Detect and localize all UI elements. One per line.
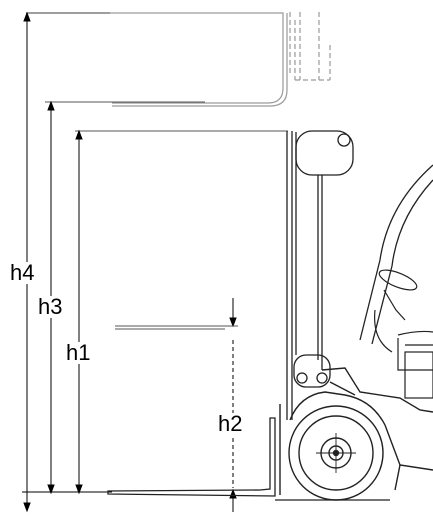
lowered-fork-reference xyxy=(115,325,238,330)
h2-arrow-top xyxy=(229,317,237,328)
h1-arrow-bottom xyxy=(75,484,83,495)
chassis xyxy=(279,367,433,495)
front-wheel xyxy=(288,405,384,501)
h2-label: h2 xyxy=(217,411,244,436)
h1-arrow-top xyxy=(75,129,83,140)
raised-carriage-ghost xyxy=(28,12,331,107)
h3-arrow-top xyxy=(47,100,55,111)
h4-arrow-bottom xyxy=(23,502,31,513)
dimension-lines xyxy=(22,11,237,513)
h4-label: h4 xyxy=(9,260,36,285)
h3-label: h3 xyxy=(37,294,64,319)
ground-fork xyxy=(107,417,276,497)
extension-lines xyxy=(26,12,288,132)
steering-seat xyxy=(374,269,433,399)
h3-arrow-bottom xyxy=(47,484,55,495)
h4-arrow-top xyxy=(23,11,31,22)
h2-arrow-bottom xyxy=(229,488,237,499)
overhead-guard xyxy=(359,164,433,345)
h1-label: h1 xyxy=(65,340,92,365)
mast xyxy=(286,130,354,420)
